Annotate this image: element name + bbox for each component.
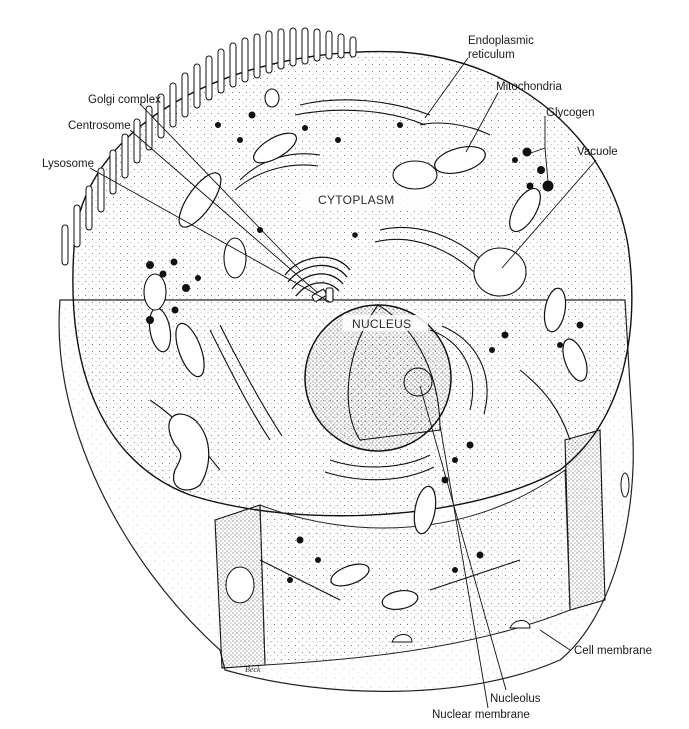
label-mitochondria: Mitochondria <box>496 81 562 93</box>
nucleus-label-plate <box>343 315 428 331</box>
leader-glycogen-branch <box>527 147 546 155</box>
label-golgi-complex: Golgi complex <box>88 94 161 106</box>
vacuoles <box>143 88 527 311</box>
label-endoplasmic-reticulum-line1: Endoplasmic <box>468 35 534 47</box>
leader-cell-membrane <box>539 629 571 651</box>
label-nucleolus: Nucleolus <box>490 693 541 705</box>
cytoplasm-label: CYTOPLASM <box>318 193 395 207</box>
nucleus <box>304 304 452 452</box>
leader-mitochondria <box>465 92 499 153</box>
cut-block-right <box>564 429 606 611</box>
nucleus-label: NUCLEUS <box>352 317 411 331</box>
label-centrosome: Centrosome <box>68 120 131 132</box>
label-cell-membrane: Cell membrane <box>574 645 652 657</box>
leader-centrosome <box>129 129 319 294</box>
label-vacuole: Vacuole <box>577 146 618 158</box>
cytoplasm-label-plate <box>300 190 430 210</box>
leader-lines <box>89 57 597 709</box>
label-nuclear-membrane: Nuclear membrane <box>432 709 530 721</box>
label-lysosome: Lysosome <box>42 158 94 170</box>
mitochondria-group <box>148 132 588 610</box>
cut-floor <box>259 469 571 666</box>
leader-nucleolus <box>419 385 507 691</box>
membrane-indents <box>225 472 630 643</box>
granules <box>146 111 584 583</box>
leader-vacuole <box>501 159 597 269</box>
leader-endoplasmic-reticulum <box>424 57 469 119</box>
cell-body <box>58 27 634 692</box>
pinocytic-vesicle <box>168 413 210 491</box>
leader-lysosome <box>89 167 331 303</box>
nucleolus-body <box>403 367 433 397</box>
leader-nuclear-membrane <box>439 424 489 709</box>
label-glycogen: Glycogen <box>546 107 595 119</box>
leader-golgi <box>139 103 301 271</box>
microvilli <box>61 27 357 266</box>
artist-signature: Beck <box>245 665 261 674</box>
label-endoplasmic-reticulum-line2: reticulum <box>468 49 515 61</box>
nucleus-cut-face <box>347 304 441 441</box>
golgi-stacks <box>284 256 351 297</box>
